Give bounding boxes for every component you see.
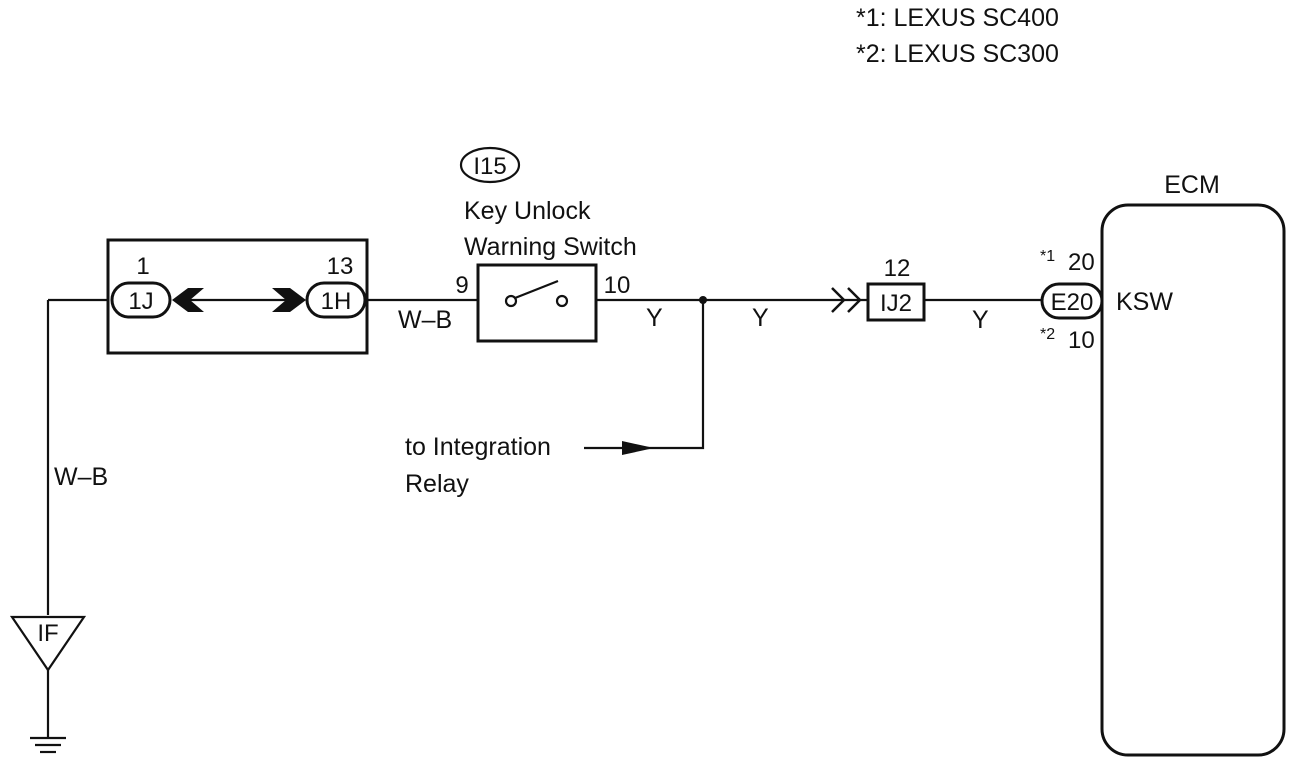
connector-1j bbox=[110, 281, 172, 319]
ground-connector-if: IF bbox=[9, 615, 87, 672]
junction-pin-right: 13 bbox=[327, 253, 354, 280]
chevron-left-icon bbox=[172, 288, 204, 312]
connector-e20-label: E20 bbox=[1051, 289, 1094, 316]
switch-pin-out: 10 bbox=[604, 272, 631, 299]
ecm-title: ECM bbox=[1164, 171, 1220, 199]
junction-block bbox=[106, 238, 369, 355]
connector-1h bbox=[305, 281, 367, 319]
connector-1h-label: 1H bbox=[321, 288, 352, 315]
ground-icon bbox=[30, 736, 66, 754]
connector-ij2-label: IJ2 bbox=[880, 290, 912, 317]
branch-label-line1: to Integration bbox=[405, 433, 551, 461]
wire-label-y-before-ecm: Y bbox=[972, 306, 989, 334]
arrow-left-icon bbox=[622, 441, 654, 455]
wire-label-wb-horizontal: W–B bbox=[398, 306, 452, 334]
wire-label-y-mid: Y bbox=[752, 304, 769, 332]
pin-marker-sc300: *2 bbox=[1040, 326, 1055, 343]
wire-branch-to-relay bbox=[584, 300, 705, 450]
connector-e20 bbox=[1040, 282, 1104, 320]
ij2-pin: 12 bbox=[884, 255, 911, 282]
ecm-terminal-ksw: KSW bbox=[1116, 288, 1173, 316]
connector-1j-label: 1J bbox=[128, 288, 153, 315]
double-chevron-icon bbox=[831, 287, 862, 313]
switch-connector-id: I15 bbox=[473, 153, 506, 180]
junction-pin-left: 1 bbox=[136, 253, 149, 280]
switch-connector-badge bbox=[459, 146, 521, 184]
wire-label-y-after-switch: Y bbox=[646, 304, 663, 332]
connector-ij2 bbox=[866, 282, 926, 322]
switch-contact-icon bbox=[504, 279, 569, 308]
ecm-pin-sc400: 20 bbox=[1068, 249, 1095, 276]
switch-pin-in: 9 bbox=[455, 272, 468, 299]
switch-name-line1: Key Unlock bbox=[464, 197, 591, 225]
wire-label-wb-vertical: W–B bbox=[54, 463, 108, 491]
ecm-pin-sc300: 10 bbox=[1068, 327, 1095, 354]
note-sc300: *2: LEXUS SC300 bbox=[856, 40, 1059, 68]
ground-id: IF bbox=[37, 620, 58, 647]
pin-marker-sc400: *1 bbox=[1040, 248, 1055, 265]
switch-box bbox=[476, 263, 598, 343]
chevron-right-icon bbox=[272, 288, 306, 312]
switch-name-line2: Warning Switch bbox=[464, 233, 637, 261]
branch-label-line2: Relay bbox=[405, 470, 469, 498]
note-sc400: *1: LEXUS SC400 bbox=[856, 4, 1059, 32]
ground-triangle bbox=[9, 615, 87, 672]
ecm-box bbox=[1100, 203, 1286, 757]
